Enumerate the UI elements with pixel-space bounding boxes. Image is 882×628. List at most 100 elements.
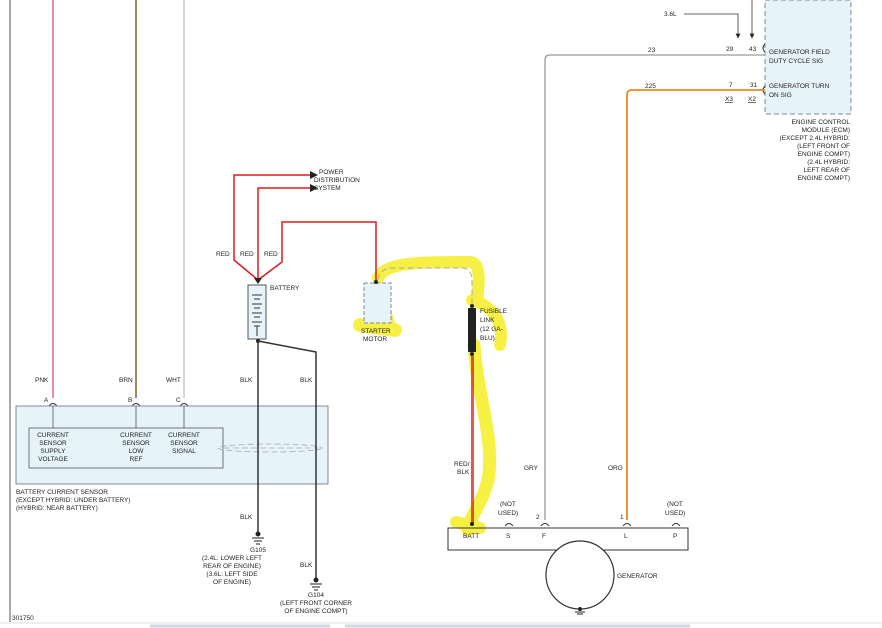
circuit-23: 23 [648,47,656,54]
pin-b: B [128,397,132,404]
fusible-label-3: (12 GA- [480,326,503,333]
wire-starter-feed [377,267,473,306]
terminal-f: F [542,533,546,540]
connector-x2: X2 [748,96,756,103]
sensor-caption-2: (EXCEPT HYBRID: UNDER BATTERY) [16,497,131,504]
wire-blk-g104 [257,340,317,580]
not-used-right-2: USED) [665,510,685,517]
connector-x3: X3 [725,96,733,103]
pds-label-2: DISTRIBUTION [314,177,360,184]
wire-red-pds-2 [257,187,310,280]
starter-motor: STARTER MOTOR [361,280,392,343]
label-blk-g105: BLK [240,514,253,521]
battery: BATTERY [247,284,300,340]
ecm-field-label-2: DUTY CYCLE SIG [769,58,823,65]
pin-29: 29 [726,46,734,53]
sensor-col2-3: LOW [129,448,145,455]
label-blk-battery: BLK [240,377,253,384]
not-used-left-1: (NOT [500,501,516,508]
diagram-id: 301750 [12,615,34,622]
pds-label-1: POWER [319,169,344,176]
pin-43: 43 [749,46,757,53]
wire-red-pds-1 [233,174,310,281]
ecm-caption-6: (2.4L HYBRID: [807,159,850,166]
ground-g105-icon [252,531,264,545]
g105-desc-4: OF ENGINE) [213,579,251,586]
label-gry: GRY [524,465,539,472]
label-brn: BRN [119,377,133,384]
sensor-col3-2: SENSOR [170,440,198,447]
circuit-225: 225 [645,83,656,90]
label-blk-right: BLK [300,377,313,384]
sensor-col3-1: CURRENT [168,432,200,439]
label-wht: WHT [166,377,181,384]
pin-gen-2: 2 [536,514,540,521]
not-used-right-1: (NOT [667,501,683,508]
sensor-col2-2: SENSOR [122,440,150,447]
sensor-caption-1: BATTERY CURRENT SENSOR [16,489,108,496]
ecm-field-label-1: GENERATOR FIELD [769,49,830,56]
ecm-caption-4: (LEFT FRONT OF [797,143,850,150]
battery-current-sensor: CURRENT SENSOR SUPPLY VOLTAGE CURRENT SE… [15,405,329,512]
sensor-col1-1: CURRENT [37,432,69,439]
wire-red-starter [257,221,377,281]
ecm-module: GENERATOR FIELD DUTY CYCLE SIG GENERATOR… [762,0,852,182]
terminal-s: S [506,533,511,540]
sensor-caption-3: (HYBRID: NEAR BATTERY) [16,505,98,512]
pin-a: A [44,397,49,404]
ecm-caption-1: ENGINE CONTROL [791,119,850,126]
sensor-col1-3: SUPPLY [40,448,66,455]
generator: GENERATOR BATT S F L P 2 1 (NOT USED) (N… [447,501,689,615]
pin-c: C [176,397,181,404]
wire-org [626,89,765,520]
label-red-blk-1: RED/ [454,461,470,468]
fusible-label-1: FUSIBLE [480,308,508,315]
terminal-l: L [624,533,628,540]
sensor-col3-3: SIGNAL [172,448,196,455]
fusible-label-4: BLU) [480,335,495,342]
g104-label: G104 [308,592,324,599]
pin-31: 31 [750,82,758,89]
ground-g104-icon [310,577,322,591]
label-red-blk-2: BLK [457,469,470,476]
starter-label-2: MOTOR [363,336,387,343]
label-red-1: RED [216,251,230,258]
terminal-batt: BATT [463,533,479,540]
pds-label-3: SYSTEM [314,185,341,192]
sensor-col2-1: CURRENT [120,432,152,439]
ecm-caption-5: ENGINE COMPT) [798,151,850,158]
fusible-link: FUSIBLE LINK (12 GA- BLU) [468,304,508,356]
pin-gen-1: 1 [620,514,624,521]
label-red-2: RED [240,251,254,258]
label-red-3: RED [264,251,278,258]
not-used-left-2: USED) [498,510,518,517]
variant-arrow [684,13,741,39]
g104-desc-1: (LEFT FRONT CORNER [280,600,352,607]
variant-label: 3.6L [664,11,677,18]
g105-desc-3: (3.6L: LEFT SIDE [206,571,258,578]
g104-desc-2: OF ENGINE COMPT) [284,608,347,615]
sensor-col1-4: VOLTAGE [38,456,68,463]
label-org: ORG [608,465,623,472]
wire-gry [544,54,765,520]
terminal-p: P [673,533,677,540]
ecm-caption-3: (EXCEPT 2.4L HYBRID: [780,135,851,142]
generator-label: GENERATOR [617,573,658,580]
ecm-turn-label-2: ON SIG [769,92,792,99]
ecm-caption-8: ENGINE COMPT) [798,175,850,182]
ecm-turn-label-1: GENERATOR TURN [769,83,830,90]
g105-label: G105 [250,547,266,554]
pin-7: 7 [729,82,733,89]
ecm-caption-2: MODULE (ECM) [802,127,850,134]
fusible-label-2: LINK [480,317,495,324]
battery-label: BATTERY [270,285,300,292]
label-blk-g104: BLK [300,562,313,569]
sensor-col2-4: REF [130,456,143,463]
ecm-caption-7: LEFT REAR OF [804,167,851,174]
g105-desc-1: (2.4L: LOWER LEFT [202,555,262,562]
g105-desc-2: REAR OF ENGINE) [203,563,261,570]
label-pnk: PNK [35,377,49,384]
starter-label-1: STARTER [361,328,391,335]
